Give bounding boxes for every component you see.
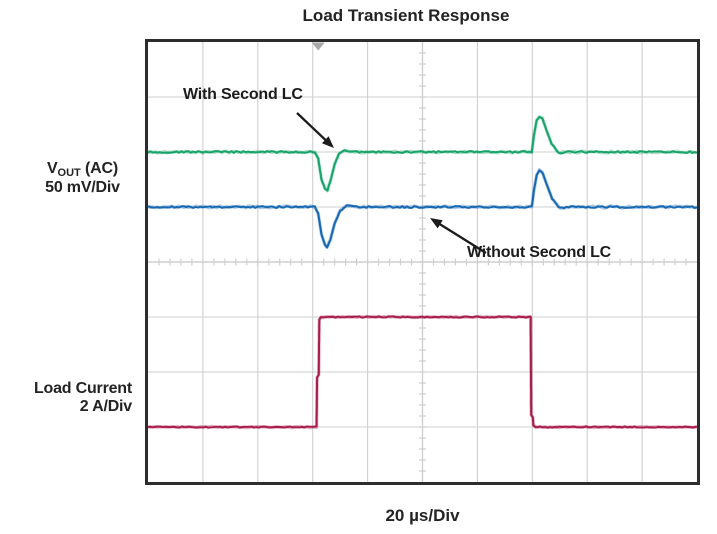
annotation-arrow-head [321,136,334,148]
trigger-marker-icon [311,42,325,51]
vout-label-line1: VOUT (AC) [25,160,140,179]
annotation-arrow-head [430,218,443,229]
load-current-axis-label: Load Current 2 A/Div [5,380,132,416]
annotation-with-second-lc: With Second LC [183,86,303,103]
load-current-name: Load Current [33,380,132,397]
chart-title: Load Transient Response [302,6,510,25]
vout-suffix: (AC) [80,160,118,177]
trace-green [148,115,697,192]
vout-symbol: V [47,160,58,177]
oscilloscope-canvas [148,42,697,482]
vout-subscript: OUT [57,167,81,179]
time-scale-label: 20 µs/Div [385,506,460,525]
annotation-arrow-line [436,221,487,254]
annotation-without-second-lc: Without Second LC [467,244,611,261]
vout-scale-label: 50 mV/Div [45,179,120,196]
annotation-arrow-line [296,112,329,144]
vout-axis-label: VOUT (AC) 50 mV/Div [25,160,140,197]
trace-blue [148,169,697,249]
load-current-scale-label: 2 A/Div [79,398,132,415]
oscilloscope-plot: With Second LC Without Second LC [145,39,700,485]
trace-red [148,315,697,429]
